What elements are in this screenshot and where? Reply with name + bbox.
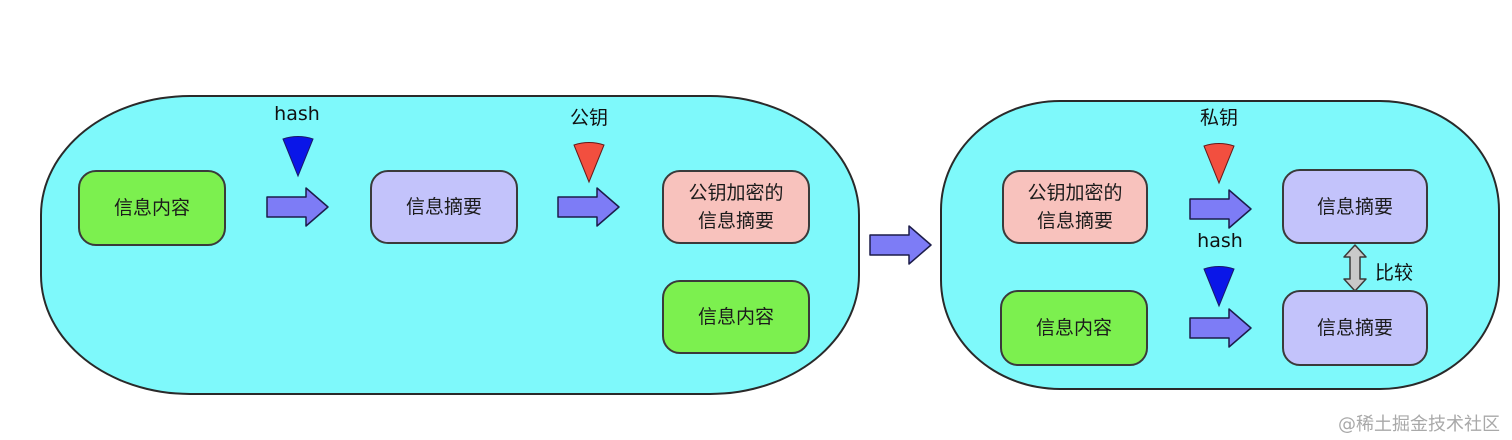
- hash-label: hash: [274, 103, 320, 125]
- encrypted-digest-box: 公钥加密的 信息摘要: [662, 170, 810, 244]
- transfer-arrow: [869, 225, 932, 265]
- private-key-label: 私钥: [1199, 107, 1239, 129]
- message-digest-box: 信息摘要: [370, 170, 518, 244]
- public-key-label: 公钥: [569, 107, 609, 129]
- watermark: @稀土掘金技术社区: [1338, 414, 1500, 435]
- received-encrypted-digest-box: 公钥加密的 信息摘要: [1002, 170, 1148, 244]
- decrypt-arrow: [1189, 189, 1252, 229]
- compare-arrow: [1343, 244, 1367, 292]
- message-content-copy-box: 信息内容: [662, 280, 810, 354]
- hash-label-right: hash: [1197, 230, 1243, 252]
- decrypted-digest-box: 信息摘要: [1282, 169, 1428, 244]
- hash-arrow-right: [1189, 308, 1252, 348]
- encrypt-arrow: [557, 187, 620, 227]
- private-key-icon: [1203, 143, 1235, 185]
- hash-key-icon-right: [1203, 266, 1235, 308]
- hash-arrow: [266, 187, 329, 227]
- public-key-icon: [573, 142, 605, 184]
- computed-digest-box: 信息摘要: [1282, 290, 1428, 366]
- hash-key-icon: [282, 136, 314, 178]
- received-content-box: 信息内容: [1000, 290, 1148, 366]
- message-content-box: 信息内容: [78, 170, 226, 246]
- compare-label: 比较: [1374, 262, 1414, 284]
